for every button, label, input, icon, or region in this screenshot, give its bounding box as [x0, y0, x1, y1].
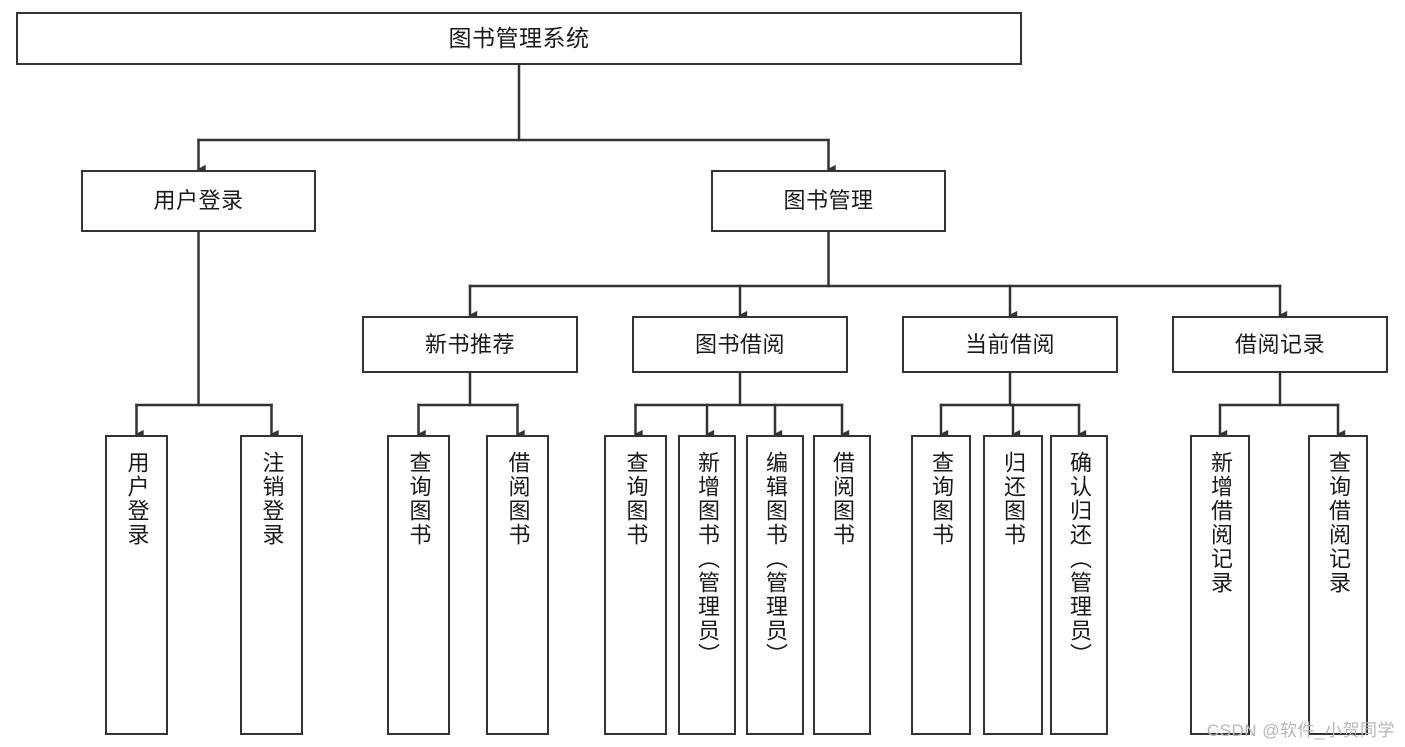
node-label: 图书管理系统: [448, 24, 590, 51]
node-label: 查询图书: [406, 451, 432, 547]
node-leaf-cur-confirm[interactable]: 确认归还（管理员）: [1050, 435, 1108, 735]
node-user-login[interactable]: 用户登录: [81, 170, 316, 232]
node-label: 新增图书（管理员）: [695, 451, 720, 667]
node-label: 用户登录: [124, 451, 150, 547]
node-label: 当前借阅: [964, 331, 1055, 357]
node-leaf-cur-return[interactable]: 归还图书: [983, 435, 1043, 735]
node-label: 查询图书: [929, 451, 954, 547]
node-label: 图书借阅: [694, 331, 785, 357]
node-leaf-rec-add[interactable]: 新增借阅记录: [1190, 435, 1250, 735]
node-leaf-user-login[interactable]: 用户登录: [105, 435, 168, 735]
node-current-borrow[interactable]: 当前借阅: [902, 316, 1118, 373]
node-leaf-rec-search[interactable]: 查询借阅记录: [1308, 435, 1368, 735]
node-label: 确认归还（管理员）: [1067, 451, 1092, 667]
node-new-book-rec[interactable]: 新书推荐: [362, 316, 578, 373]
node-label: 查询借阅记录: [1326, 451, 1351, 595]
node-label: 新书推荐: [424, 331, 515, 357]
node-leaf-borrow-add[interactable]: 新增图书（管理员）: [678, 435, 736, 735]
node-book-borrow[interactable]: 图书借阅: [632, 316, 848, 373]
node-label: 借阅图书: [505, 451, 531, 547]
node-leaf-user-logout[interactable]: 注销登录: [240, 435, 303, 735]
node-label: 归还图书: [1001, 451, 1026, 547]
watermark-text: CSDN @软件_小贺同学: [1206, 721, 1395, 740]
node-book-manage[interactable]: 图书管理: [711, 170, 946, 232]
node-borrow-record[interactable]: 借阅记录: [1172, 316, 1388, 373]
node-label: 图书管理: [783, 188, 874, 214]
node-label: 注销登录: [259, 451, 285, 547]
node-label: 用户登录: [153, 188, 244, 214]
node-label: 新增借阅记录: [1208, 451, 1233, 595]
node-label: 借阅图书: [830, 451, 855, 547]
node-leaf-cur-query[interactable]: 查询图书: [911, 435, 971, 735]
node-leaf-rec-query[interactable]: 查询图书: [387, 435, 450, 735]
node-leaf-borrow-lend[interactable]: 借阅图书: [813, 435, 871, 735]
node-label: 查询图书: [623, 451, 649, 547]
node-label: 借阅记录: [1234, 331, 1325, 357]
node-leaf-borrow-query[interactable]: 查询图书: [604, 435, 667, 735]
node-leaf-borrow-edit[interactable]: 编辑图书（管理员）: [746, 435, 804, 735]
node-label: 编辑图书（管理员）: [763, 451, 788, 667]
node-root[interactable]: 图书管理系统: [16, 12, 1022, 65]
node-leaf-rec-borrow[interactable]: 借阅图书: [486, 435, 549, 735]
